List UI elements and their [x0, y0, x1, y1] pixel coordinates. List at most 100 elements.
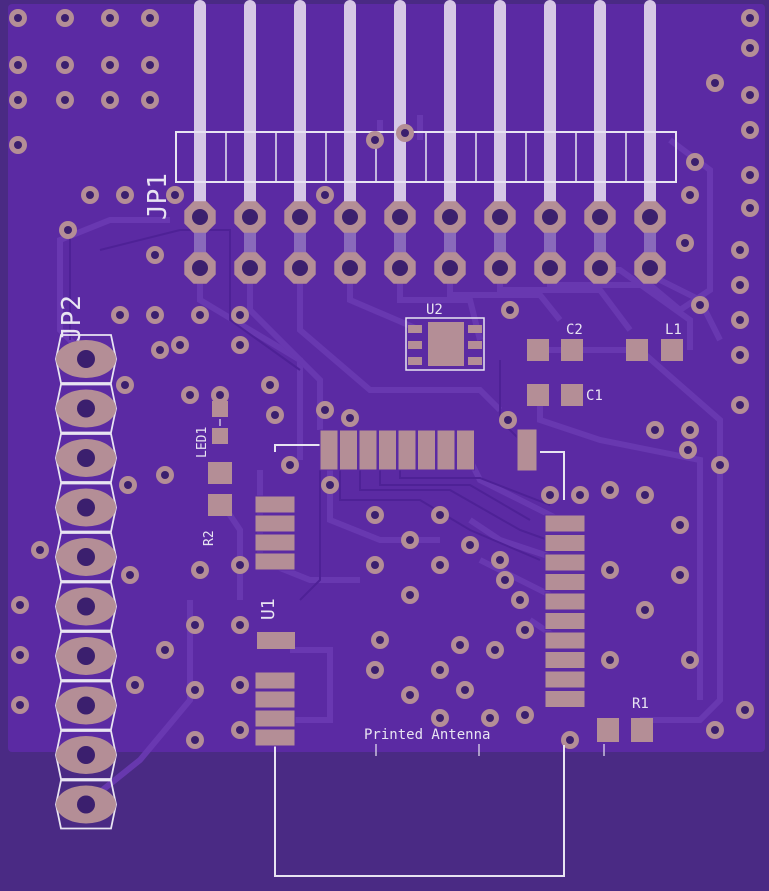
via-drill — [546, 491, 554, 499]
u1-left-pad — [254, 552, 296, 571]
via-drill — [121, 191, 129, 199]
via-drill — [106, 14, 114, 22]
via-drill — [681, 239, 689, 247]
via-drill — [146, 14, 154, 22]
via-drill — [606, 486, 614, 494]
jp2-pad-drill — [77, 498, 95, 517]
via-drill — [516, 596, 524, 604]
antenna-markers — [375, 744, 605, 756]
u1-top-pad — [456, 429, 475, 471]
u1-top-pad — [358, 429, 378, 471]
via-drill — [746, 204, 754, 212]
vias — [9, 9, 759, 749]
via-drill — [504, 416, 512, 424]
via-drill — [746, 91, 754, 99]
via-drill — [176, 341, 184, 349]
jp2-label: JP2 — [57, 295, 87, 342]
jp2-pad-drill — [77, 449, 95, 467]
via-drill — [346, 414, 354, 422]
via-drill — [16, 701, 24, 709]
jp1-long-pin — [294, 0, 306, 210]
via-drill — [696, 301, 704, 309]
via-drill — [14, 14, 22, 22]
via-drill — [736, 281, 744, 289]
c2-pad-b — [561, 339, 583, 361]
jp2-pad-drill — [77, 647, 95, 665]
via-drill — [741, 706, 749, 714]
via-drill — [746, 126, 754, 134]
via-drill — [746, 171, 754, 179]
via-drill — [151, 311, 159, 319]
u1-right-pads — [544, 514, 586, 708]
jp1-long-pin — [594, 0, 606, 210]
l1-pad-b — [661, 339, 683, 361]
via-drill — [106, 61, 114, 69]
u1-left-pad — [254, 728, 296, 747]
jp1-pad-drill — [292, 260, 308, 276]
u1-top-pads — [319, 429, 475, 471]
via-drill — [711, 79, 719, 87]
u1-right-pad — [544, 612, 586, 630]
jp2-pad-drill — [77, 548, 95, 566]
via-drill — [736, 351, 744, 359]
u1-right-pad — [544, 670, 586, 689]
u1-top-pad-extra — [516, 428, 538, 472]
u1-left-pad — [254, 533, 296, 552]
r2-label: R2 — [202, 530, 217, 546]
via-drill — [171, 191, 179, 199]
via-drill — [686, 191, 694, 199]
jp1-long-pin — [444, 0, 456, 210]
jp1-header-body — [175, 131, 677, 183]
via-drill — [36, 546, 44, 554]
u1-left-pad — [257, 632, 295, 649]
jp2-header-outline — [55, 334, 117, 830]
jp1-pad-drill — [492, 260, 508, 276]
via-drill — [146, 96, 154, 104]
antenna-label: Printed Antenna — [364, 727, 490, 743]
via-drill — [401, 129, 409, 137]
via-drill — [321, 191, 329, 199]
via-drill — [191, 686, 199, 694]
via-drill — [686, 426, 694, 434]
u1-right-pad — [544, 553, 586, 572]
jp1-dividers — [225, 132, 627, 182]
via-drill — [156, 346, 164, 354]
via-drill — [521, 711, 529, 719]
via-drill — [216, 391, 224, 399]
jp1-pad-drill — [192, 209, 208, 225]
via-drill — [461, 686, 469, 694]
via-drill — [406, 591, 414, 599]
via-drill — [286, 461, 294, 469]
traces-thin — [69, 229, 551, 601]
via-drill — [521, 626, 529, 634]
c1-label: C1 — [586, 388, 603, 404]
via-drill — [506, 306, 514, 314]
u1-top-pad — [319, 429, 339, 471]
via-drill — [126, 571, 134, 579]
r2-pad-b — [208, 494, 232, 516]
l1-label: L1 — [665, 322, 682, 338]
via-drill — [436, 666, 444, 674]
via-drill — [371, 666, 379, 674]
via-drill — [124, 481, 132, 489]
c1-pad-a — [527, 384, 549, 406]
jp1-pad-drill — [592, 260, 608, 276]
via-drill — [146, 61, 154, 69]
via-drill — [131, 681, 139, 689]
jp1-label: JP1 — [143, 173, 173, 220]
led1-pad-b — [212, 428, 228, 444]
jp1-pad-drill — [642, 260, 658, 276]
jp1-pads — [184, 201, 666, 284]
via-drill — [371, 561, 379, 569]
via-drill — [711, 726, 719, 734]
via-drill — [191, 736, 199, 744]
via-drill — [736, 246, 744, 254]
r1-label: R1 — [632, 696, 649, 712]
via-drill — [501, 576, 509, 584]
jp1-pad-drill — [292, 209, 308, 225]
u1-top-pad — [397, 429, 417, 471]
jp1-pad-drill — [542, 260, 558, 276]
via-drill — [236, 311, 244, 319]
jp1-long-pin — [194, 0, 206, 210]
